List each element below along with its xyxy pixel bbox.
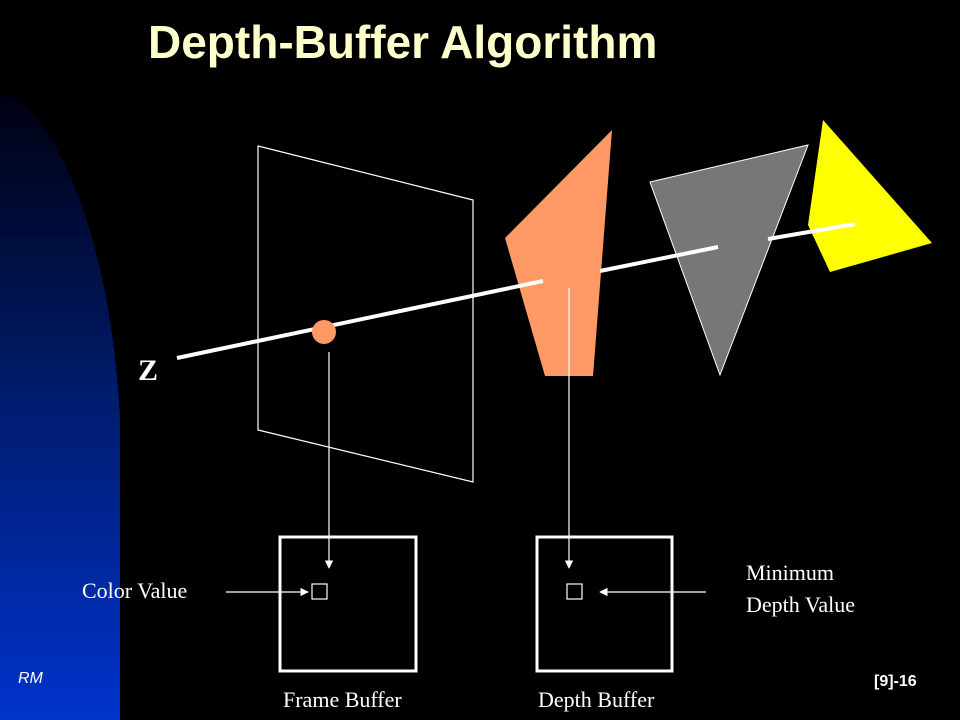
depth-buffer-label: Depth Buffer xyxy=(538,687,655,712)
footer-left: RM xyxy=(18,670,44,687)
z-axis-segment-1 xyxy=(176,279,544,360)
polygon-near xyxy=(505,130,612,376)
z-axis-label: Z xyxy=(138,354,158,387)
color-value-label: Color Value xyxy=(82,578,187,603)
z-axis-segment-3 xyxy=(767,222,856,241)
z-axis-segment-2 xyxy=(599,245,719,273)
sidebar-decoration xyxy=(0,92,120,720)
frame-buffer-pixel xyxy=(311,583,328,600)
polygon-far xyxy=(808,120,932,272)
minimum-depth-label-line2: Depth Value xyxy=(746,592,855,617)
frame-buffer-box xyxy=(278,535,418,673)
minimum-depth-label-line1: Minimum xyxy=(746,560,834,585)
slide-title: Depth-Buffer Algorithm xyxy=(148,16,657,68)
pixel-marker xyxy=(312,320,336,344)
polygon-middle xyxy=(649,144,809,377)
projection-plane xyxy=(257,145,474,483)
depth-buffer-pixel xyxy=(566,583,583,600)
depth-buffer-box xyxy=(535,535,674,673)
footer-right: [9]-16 xyxy=(874,673,917,690)
frame-buffer-label: Frame Buffer xyxy=(283,687,402,712)
